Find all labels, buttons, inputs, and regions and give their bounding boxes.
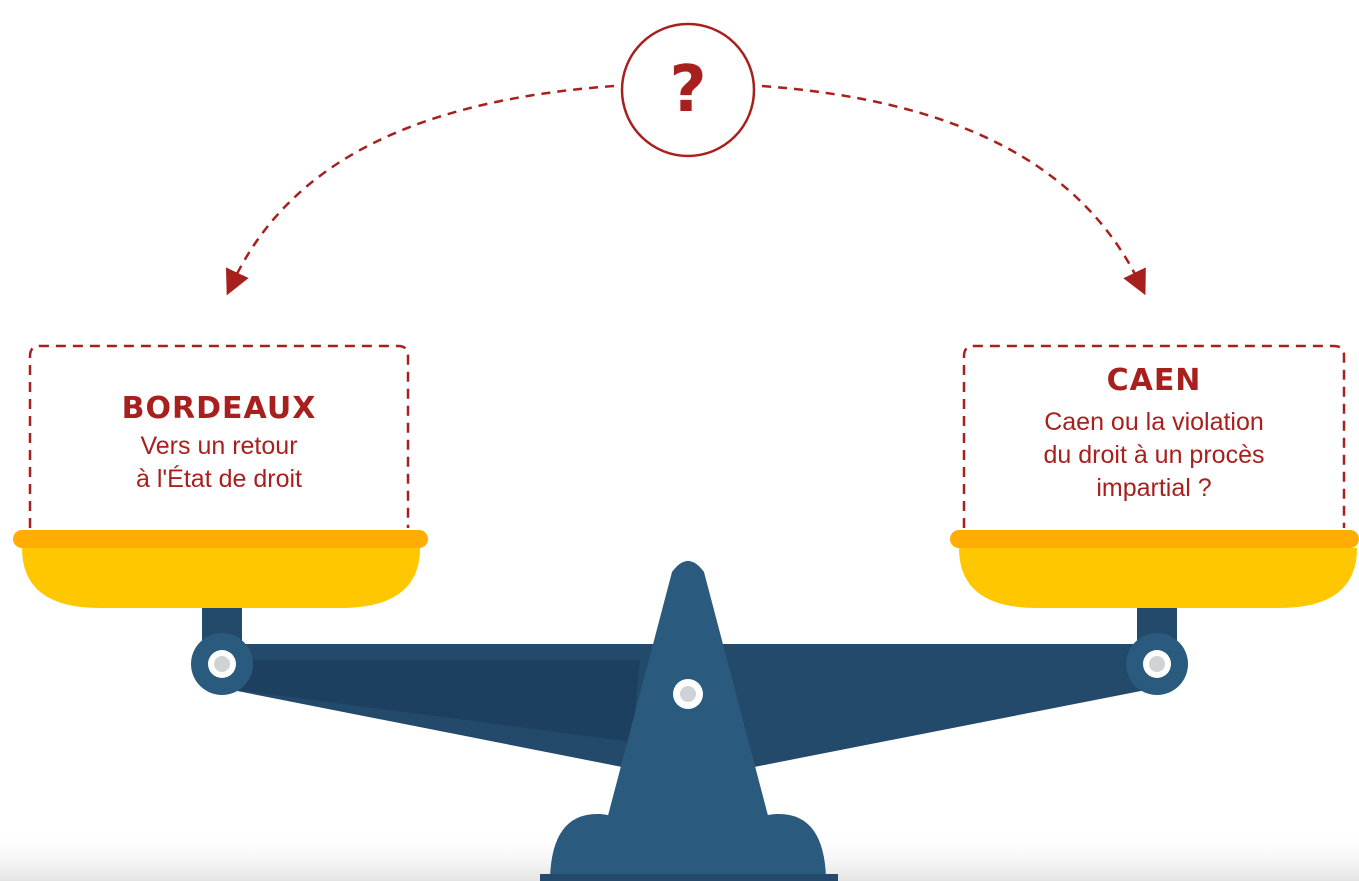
left-card-title: BORDEAUX xyxy=(121,391,317,426)
left-card-line-1: Vers un retour xyxy=(140,432,298,460)
left-pivot-dot xyxy=(214,656,230,672)
left-card: BORDEAUX Vers un retour à l'État de droi… xyxy=(30,392,408,496)
arrow-to-left-pan xyxy=(225,84,615,296)
right-card: CAEN Caen ou la violation du droit à un … xyxy=(964,364,1344,505)
scale-base-plate xyxy=(540,874,838,881)
right-pan-bowl xyxy=(959,548,1357,608)
right-card-line-3: impartial ? xyxy=(1096,474,1212,502)
right-card-title: CAEN xyxy=(1106,363,1202,398)
left-pan-bowl xyxy=(22,548,420,608)
question-mark: ? xyxy=(669,53,707,127)
center-pivot-dot xyxy=(680,686,696,702)
right-pivot-dot xyxy=(1149,656,1165,672)
left-card-frame xyxy=(28,344,410,528)
right-card-frame xyxy=(962,344,1346,528)
right-card-line-1: Caen ou la violation xyxy=(1044,408,1264,436)
right-pan-rim xyxy=(950,530,1359,548)
arrow-to-right-pan xyxy=(761,84,1146,296)
scale-base xyxy=(550,813,826,878)
beam-shadow-left xyxy=(222,660,640,742)
question-circle xyxy=(620,22,756,158)
left-card-line-2: à l'État de droit xyxy=(136,465,302,493)
right-card-line-2: du droit à un procès xyxy=(1043,441,1265,469)
left-pan-rim xyxy=(13,530,428,548)
